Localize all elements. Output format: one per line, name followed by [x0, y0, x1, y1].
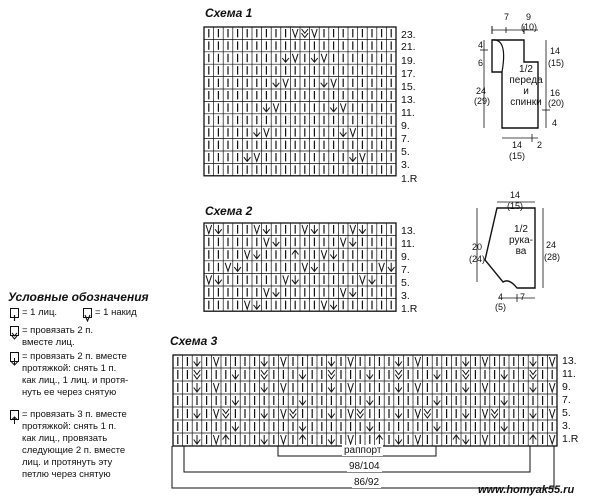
legend-yarn-over: = 1 накид	[95, 307, 137, 318]
body-label-line: 1/2	[519, 64, 533, 75]
knit-icon	[10, 308, 19, 321]
body-label-line: переда	[509, 75, 543, 86]
sleeve-dim-right-a2: (28)	[544, 252, 561, 262]
scheme-2-row-label: 13.	[401, 225, 416, 237]
body-label: 1/2 переда и спинки	[506, 64, 546, 108]
scheme-1-row-label: 1.R	[401, 173, 418, 185]
scheme-3-row-label: 1.R	[562, 433, 579, 445]
sleeve-schematic	[476, 201, 544, 302]
body-dim-right-b1: 16	[550, 88, 561, 98]
scheme-3-span-86-92: 86/92	[352, 477, 382, 488]
scheme-2-row-label: 3.	[401, 290, 410, 302]
sleeve-label-line: рука-	[509, 235, 533, 246]
legend-k2tog-1: = провязать 2 п.	[22, 325, 94, 336]
body-label-line: спинки	[510, 97, 542, 108]
body-dim-right-c: 4	[552, 118, 558, 128]
body-dim-left-c1: 24	[476, 86, 487, 96]
scheme-1-row-label: 5.	[401, 146, 410, 158]
legend-k3tog-3: как лиц., провязать	[22, 433, 108, 444]
scheme-1-title: Схема 1	[205, 6, 253, 20]
scheme-2-grid	[203, 222, 397, 312]
scheme-3-span-rapport: раппорт	[342, 445, 384, 456]
scheme-1-row-label: 13.	[401, 94, 416, 106]
body-dim-top-a: 7	[504, 12, 510, 22]
scheme-1-grid	[203, 26, 397, 177]
body-dim-left-a: 4	[478, 40, 484, 50]
scheme-1-row-label: 21.	[401, 41, 416, 53]
scheme-3-row-label: 9.	[562, 381, 571, 393]
sleeve-dim-bottom-a2: (5)	[495, 302, 506, 312]
legend-ssk-3: как лиц., 1 лиц. и протя-	[22, 375, 129, 386]
k3tog-icon	[10, 410, 19, 424]
scheme-2-row-label: 7.	[401, 264, 410, 276]
scheme-2-title: Схема 2	[205, 204, 253, 218]
scheme-2-row-label: 9.	[401, 251, 410, 263]
legend-ssk-1: = провязать 2 п. вместе	[22, 351, 127, 362]
sleeve-label-line: ва	[515, 246, 527, 257]
sleeve-dim-left-a2: (24)	[469, 254, 486, 264]
scheme-1-row-label: 15.	[401, 81, 416, 93]
legend-k3tog-5: лиц. и протянуть эту	[22, 457, 113, 468]
scheme-3-row-label: 5.	[562, 407, 571, 419]
scheme-1-row-label: 17.	[401, 68, 416, 80]
legend-ssk-2: протяжкой: снять 1 п.	[22, 363, 117, 374]
scheme-1-row-label: 23.	[401, 29, 416, 41]
body-dim-bottom-a1: 14	[512, 140, 523, 150]
legend-k3tog-1: = провязать 3 п. вместе	[22, 409, 127, 420]
legend-k2tog-2: вместе лиц.	[22, 337, 75, 348]
body-dim-left-b: 6	[478, 58, 484, 68]
body-dim-right-a2: (15)	[548, 58, 565, 68]
scheme-3-row-label: 11.	[562, 368, 576, 380]
legend-k3tog-2: протяжкой: снять 1 п.	[22, 421, 117, 432]
scheme-2-row-label: 11.	[401, 238, 415, 250]
body-dim-top-b1: 9	[526, 12, 532, 22]
sleeve-dim-bottom-a: 4	[498, 292, 504, 302]
sleeve-dim-top-a2: (15)	[507, 201, 524, 211]
body-dim-right-a1: 14	[550, 46, 561, 56]
body-dim-bottom-a2: (15)	[509, 151, 526, 161]
scheme-1-row-label: 7.	[401, 133, 410, 145]
scheme-1-row-label: 19.	[401, 55, 416, 67]
sleeve-dim-right-a1: 24	[546, 240, 557, 250]
sleeve-dim-bottom-b: 7	[520, 292, 526, 302]
sleeve-label-line: 1/2	[514, 224, 528, 235]
body-dim-left-c2: (29)	[474, 96, 491, 106]
scheme-1-row-label: 11.	[401, 107, 415, 119]
scheme-2-row-label: 5.	[401, 277, 410, 289]
body-label-line: и	[523, 86, 529, 97]
scheme-1-row-label: 9.	[401, 120, 410, 132]
sleeve-label: 1/2 рука- ва	[503, 224, 539, 257]
body-schematic	[480, 26, 550, 142]
k2tog-icon	[10, 326, 19, 340]
legend-k3tog-4: следующие 2 п. вместе	[22, 445, 126, 456]
legend-knit: = 1 лиц.	[22, 307, 58, 318]
website-footer: www.homyak55.ru	[478, 484, 575, 496]
scheme-1-row-label: 3.	[401, 159, 410, 171]
scheme-3-span-98-104: 98/104	[347, 461, 382, 472]
yarn-over-icon	[83, 308, 92, 323]
body-dim-top-b2: (10)	[521, 22, 538, 32]
scheme-2-row-label: 1.R	[401, 303, 418, 315]
legend-k3tog-6: петлю через снятую	[22, 469, 111, 480]
scheme-1-row-labels: 23. 21. 19. 17. 15. 13. 11. 9. 7. 5. 3. …	[401, 24, 441, 185]
scheme-3-row-label: 7.	[562, 394, 571, 406]
sleeve-dim-left-a1: 20	[472, 242, 483, 252]
scheme-3-row-labels: 13. 11. 9. 7. 5. 3. 1.R	[562, 352, 602, 452]
body-dim-right-b2: (20)	[548, 98, 565, 108]
legend-title: Условные обозначения	[8, 290, 149, 304]
scheme-3-span-brackets	[171, 446, 555, 489]
legend-ssk-4: нуть ее через снятую	[22, 387, 117, 398]
sleeve-dim-top-a1: 14	[510, 190, 521, 200]
scheme-3-row-label: 3.	[562, 420, 571, 432]
scheme-3-title: Схема 3	[170, 334, 218, 348]
scheme-3-row-label: 13.	[562, 355, 577, 367]
scheme-3-grid	[172, 354, 558, 447]
scheme-2-row-labels: 13. 11. 9. 7. 5. 3. 1.R	[401, 220, 441, 320]
ssk-icon	[10, 352, 19, 366]
body-dim-bottom-b: 2	[537, 140, 543, 150]
